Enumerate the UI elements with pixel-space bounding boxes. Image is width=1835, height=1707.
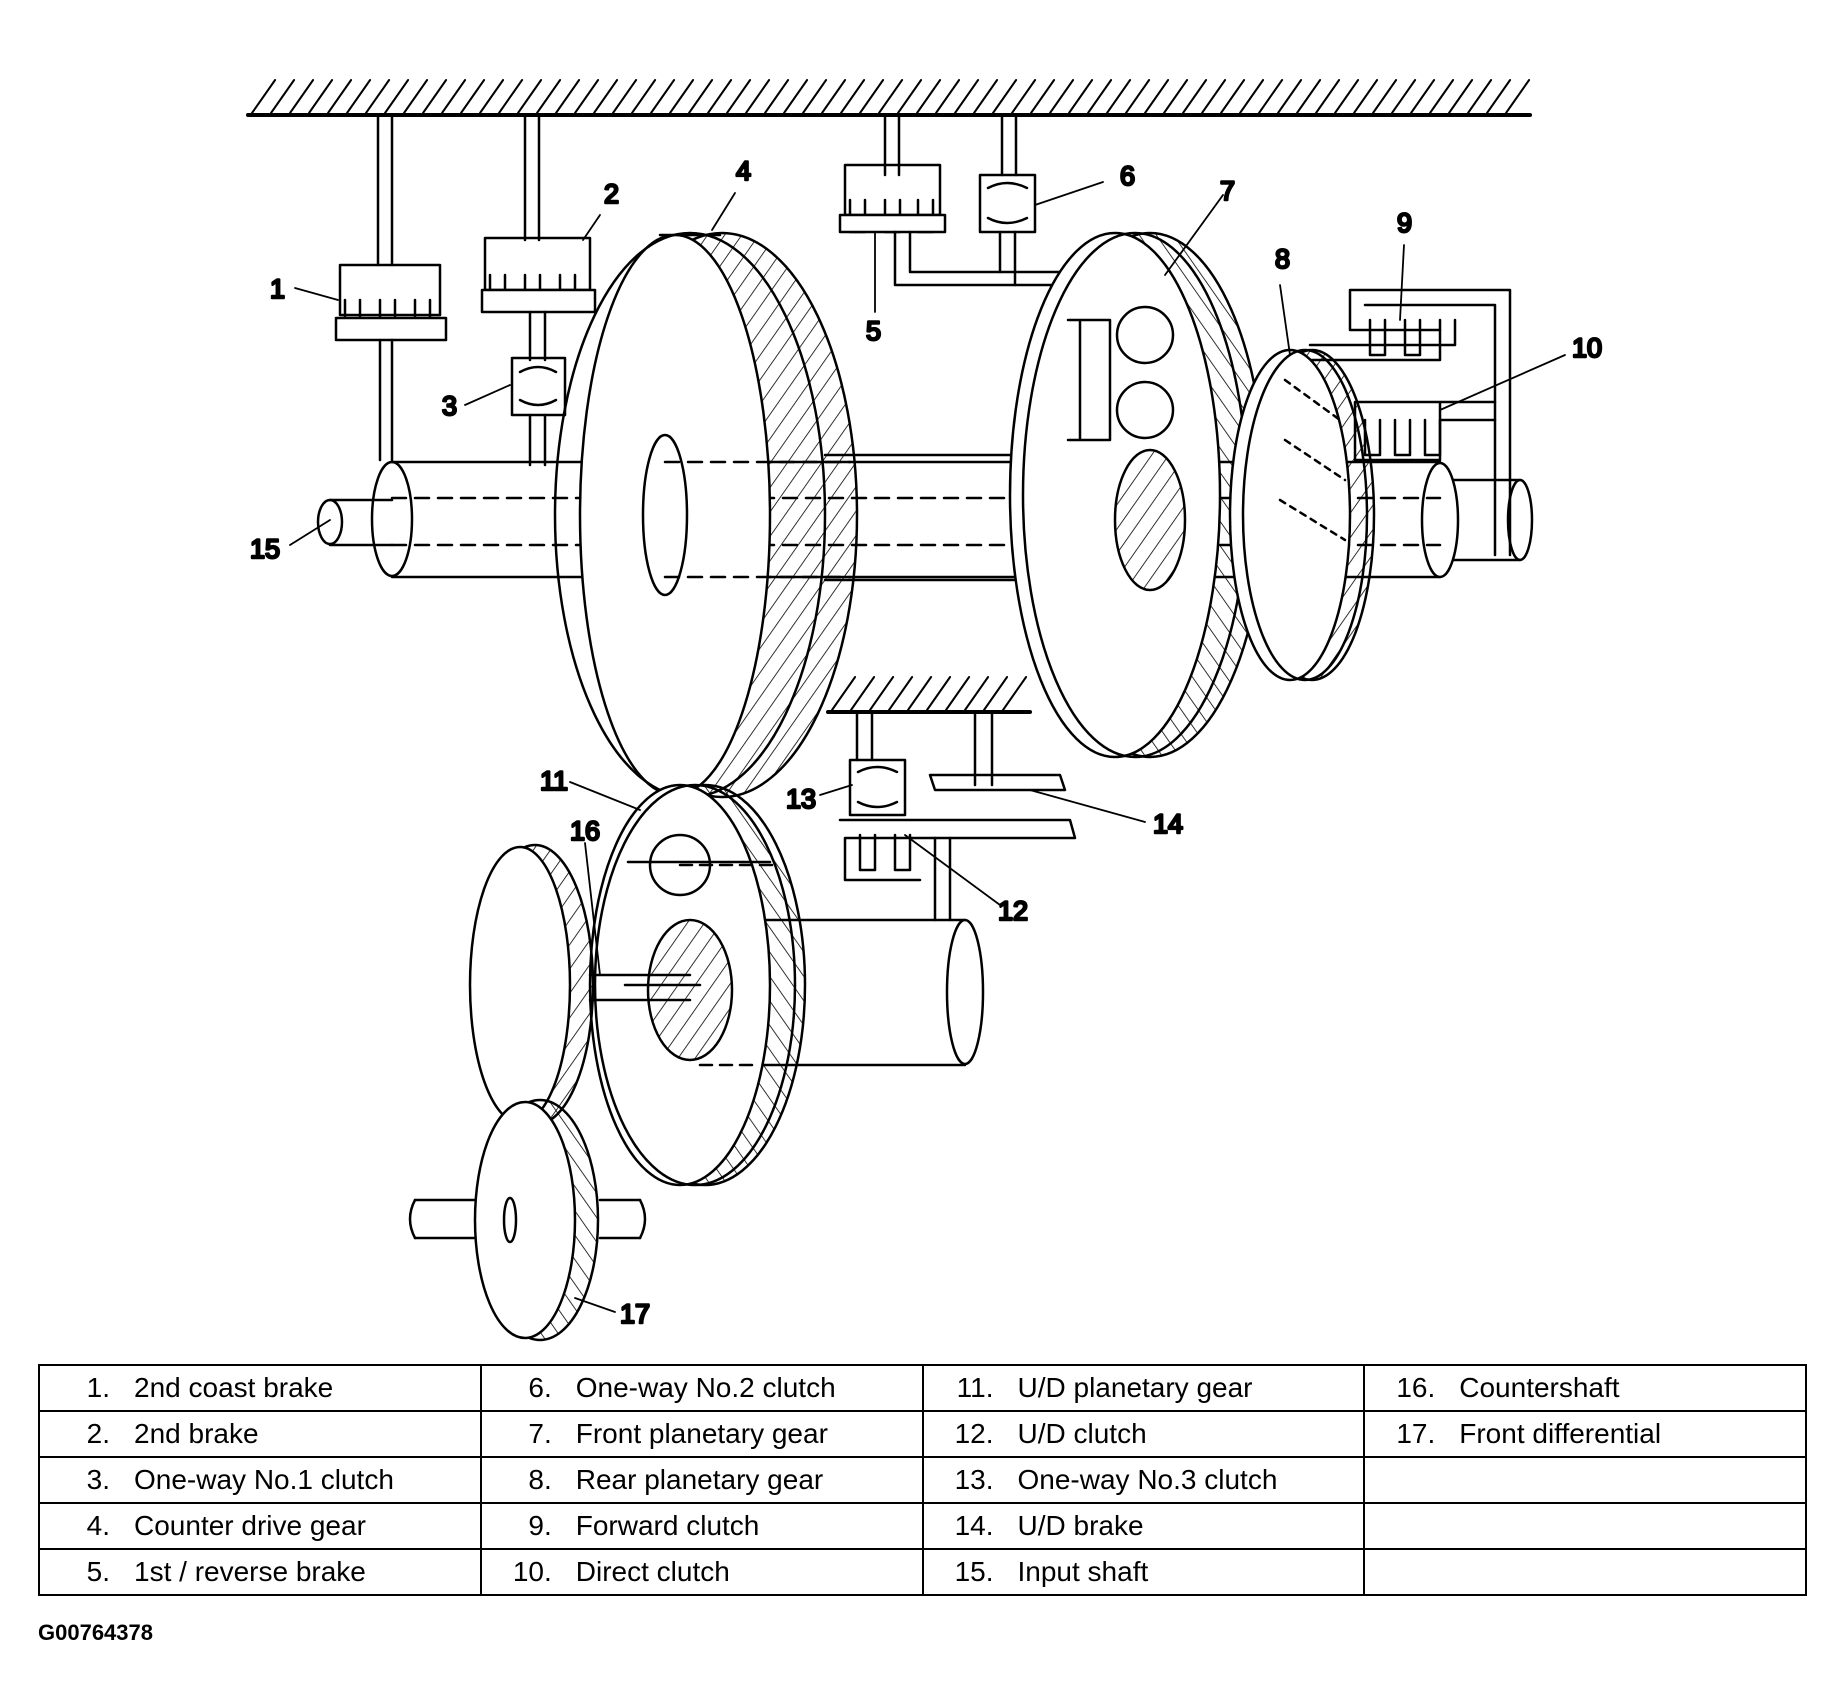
callout-5: 5 (866, 316, 881, 346)
ud-brake (928, 710, 1067, 792)
legend-item-label: Front differential (1459, 1418, 1662, 1449)
legend-item-label: Forward clutch (575, 1510, 760, 1541)
legend-item-number: 12. (954, 1418, 994, 1449)
legend-item-number: 4. (86, 1510, 110, 1541)
legend-item-label: Countershaft (1459, 1372, 1620, 1403)
callout-6: 6 (1120, 161, 1135, 191)
callout-9: 9 (1397, 208, 1412, 238)
legend-item-label: Counter drive gear (134, 1510, 366, 1541)
callout-13: 13 (786, 784, 816, 814)
callout-14: 14 (1153, 809, 1183, 839)
legend-row: 3. One-way No.1 clutch 8. Rear planetary ge… (38, 1456, 1807, 1504)
legend-cell: 16. Countershaft (1363, 1364, 1807, 1412)
legend-item-label: Rear planetary gear (575, 1464, 824, 1495)
legend-item-number: 16. (1396, 1372, 1436, 1403)
legend-item-number: 5. (86, 1556, 110, 1587)
legend-item-number: 6. (528, 1372, 552, 1403)
legend-item-label: U/D brake (1017, 1510, 1144, 1541)
clutch-pack-2-2nd-brake (480, 236, 597, 362)
legend-item-number: 11. (956, 1372, 994, 1403)
legend-cell: 14. U/D brake (921, 1502, 1366, 1550)
legend-item-label: Input shaft (1017, 1556, 1149, 1587)
legend-item-label: One-way No.3 clutch (1017, 1464, 1278, 1495)
parts-legend-table: 1. 2nd coast brake 6. One-way No.2 clutch 11… (38, 1364, 1807, 1596)
clutch-pack-1-2nd-coast-brake (334, 263, 448, 462)
legend-item-number: 3. (86, 1464, 110, 1495)
legend-cell: 2. 2nd brake (38, 1410, 482, 1458)
legend-cell: 7. Front planetary gear (479, 1410, 924, 1458)
legend-row: 1. 2nd coast brake 6. One-way No.2 clutch 11… (38, 1364, 1807, 1412)
legend-item-number: 8. (528, 1464, 552, 1495)
legend-item-label: Front planetary gear (575, 1418, 828, 1449)
callout-7: 7 (1220, 176, 1235, 206)
callout-1: 1 (270, 274, 285, 304)
legend-cell: 11. U/D planetary gear (921, 1364, 1366, 1412)
clutch-pack-10-direct-clutch (1353, 400, 1497, 462)
clutch-pack-9-forward-clutch (1308, 288, 1512, 557)
legend-item-label: U/D clutch (1017, 1418, 1147, 1449)
ud-clutch (838, 818, 1077, 922)
rear-planetary-gear (1228, 348, 1376, 682)
legend-item-number: 17. (1396, 1418, 1436, 1449)
legend-item-number: 2. (86, 1418, 110, 1449)
legend-cell: 13. One-way No.3 clutch (921, 1456, 1366, 1504)
ud-planetary-gear (588, 783, 985, 1187)
legend-item-label: 2nd coast brake (134, 1372, 334, 1403)
legend-cell: 4. Counter drive gear (38, 1502, 482, 1550)
legend-item-number: 13. (954, 1464, 994, 1495)
callout-8: 8 (1275, 244, 1290, 274)
legend-cell (1363, 1456, 1807, 1504)
legend-row: 2. 2nd brake 7. Front planetary gear 12. U/D … (38, 1410, 1807, 1458)
legend-cell (1363, 1548, 1807, 1596)
legend-row: 5. 1st / reverse brake 10. Direct clutch 15.… (38, 1548, 1807, 1596)
legend-item-label: U/D planetary gear (1017, 1372, 1253, 1403)
clutch-pack-5-1st-reverse-brake (838, 163, 1122, 287)
legend-cell: 17. Front differential (1363, 1410, 1807, 1458)
legend-cell (1363, 1502, 1807, 1550)
housing-ground-top (246, 79, 1532, 117)
legend-item-label: 2nd brake (134, 1418, 259, 1449)
legend-item-number: 14. (954, 1510, 994, 1541)
legend-cell: 9. Forward clutch (479, 1502, 924, 1550)
callout-16: 16 (570, 816, 600, 846)
legend-item-number: 15. (954, 1556, 994, 1587)
callout-12: 12 (998, 896, 1028, 926)
callout-3: 3 (442, 391, 457, 421)
legend-cell: 5. 1st / reverse brake (38, 1548, 482, 1596)
legend-cell: 12. U/D clutch (921, 1410, 1366, 1458)
legend-item-number: 1. (86, 1372, 110, 1403)
legend-cell: 1. 2nd coast brake (38, 1364, 482, 1412)
legend-item-label: One-way No.2 clutch (575, 1372, 836, 1403)
housing-ground-bottom (826, 676, 1032, 714)
legend-row: 4. Counter drive gear 9. Forward clutch 14. U… (38, 1502, 1807, 1550)
figure-id: G00764378 (38, 1620, 153, 1645)
front-planetary-gear (1008, 231, 1267, 759)
legend-item-number: 10. (512, 1556, 552, 1587)
callout-10: 10 (1572, 333, 1602, 363)
legend-cell: 15. Input shaft (921, 1548, 1366, 1596)
legend-cell: 6. One-way No.2 clutch (479, 1364, 924, 1412)
one-way-clutch-6 (978, 173, 1037, 287)
legend-cell: 3. One-way No.1 clutch (38, 1456, 482, 1504)
legend-item-label: 1st / reverse brake (134, 1556, 366, 1587)
legend-cell: 10. Direct clutch (479, 1548, 924, 1596)
one-way-clutch-13 (848, 710, 907, 817)
counter-drive-gear (553, 231, 1107, 799)
callout-15: 15 (250, 534, 280, 564)
countershaft-gear (468, 843, 692, 1127)
legend-item-number: 7. (528, 1418, 552, 1449)
callout-4: 4 (736, 156, 751, 186)
legend-item-number: 9. (528, 1510, 552, 1541)
support-rods (376, 113, 1018, 267)
callout-2: 2 (604, 179, 619, 209)
legend-item-label: Direct clutch (575, 1556, 730, 1587)
callout-11: 11 (540, 766, 568, 796)
callout-17: 17 (620, 1299, 650, 1329)
callout-leaders (289, 181, 1566, 1313)
one-way-clutch-3 (510, 356, 567, 467)
legend-cell: 8. Rear planetary gear (479, 1456, 924, 1504)
legend-item-label: One-way No.1 clutch (134, 1464, 394, 1495)
transaxle-schematic: 1 2 3 4 5 6 7 8 9 10 11 12 13 14 15 16 1… (246, 79, 1603, 1342)
front-differential (408, 1098, 647, 1342)
